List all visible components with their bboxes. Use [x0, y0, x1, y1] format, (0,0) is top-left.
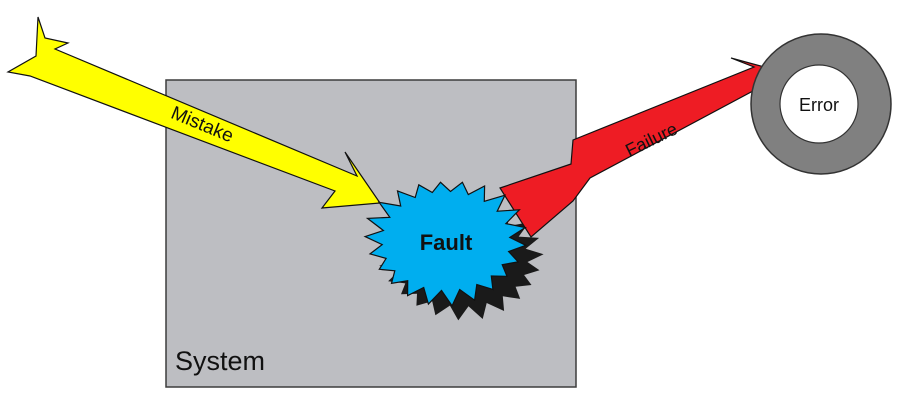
- error-label: Error: [799, 95, 839, 115]
- fault-burst: [363, 181, 528, 308]
- error-center: [779, 64, 859, 144]
- system-label: System: [175, 346, 265, 376]
- fault-label: Fault: [420, 230, 473, 255]
